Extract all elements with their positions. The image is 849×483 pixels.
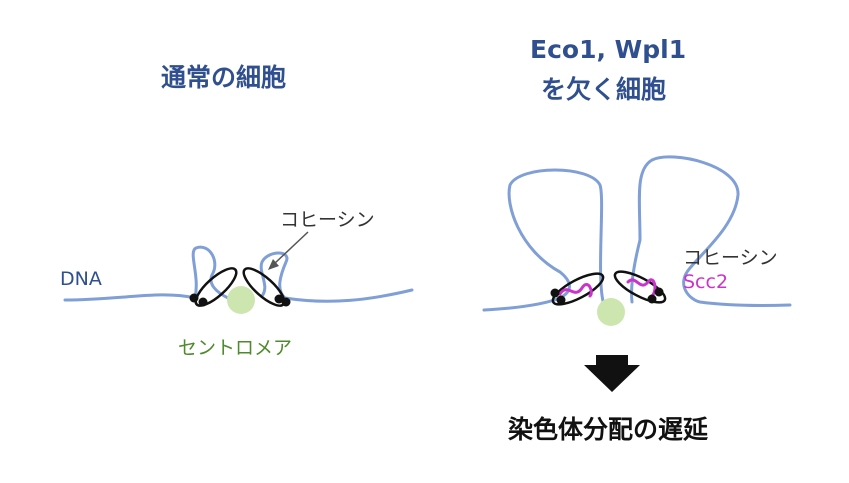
left-cohesin-ring-1 [194,267,238,307]
left-cohesin-head [281,297,291,307]
left-cohesin-arrow-head [268,259,279,270]
right-centromere [597,298,625,326]
centromere-label: セントロメア [178,337,293,359]
right-cohesin-head [647,294,657,304]
right-cohesin-ring-1 [551,272,605,306]
left-panel-title: 通常の細胞 [161,63,287,92]
right-diagram [482,155,792,392]
right-panel-title-line2: を欠く細胞 [541,75,667,104]
left-cohesin-arrow-line [273,231,309,265]
scc2-label: Scc2 [683,271,729,293]
dna-label: DNA [60,268,102,290]
right-cohesin-head [654,287,664,297]
left-cohesin-head [189,293,199,303]
right-cohesin-head [556,295,566,305]
left-cohesin-label: コヒーシン [280,209,375,231]
right-dna-strand-left [482,168,606,312]
right-scc2-squiggle [626,278,657,298]
left-centromere [227,286,255,314]
right-cohesin-label: コヒーシン [683,247,778,269]
down-arrow-icon [584,355,640,392]
left-cohesin-head [198,297,208,307]
right-panel-title-line1: Eco1, Wpl1 [530,35,687,64]
right-dna-strand-right [630,155,792,308]
right-scc2-squiggle [558,282,593,298]
right-cohesin-head [550,288,560,298]
left-diagram [63,231,414,314]
left-cohesin-head [274,294,284,304]
right-cohesin-ring-2 [613,270,667,304]
result-text: 染色体分配の遅延 [508,415,709,444]
